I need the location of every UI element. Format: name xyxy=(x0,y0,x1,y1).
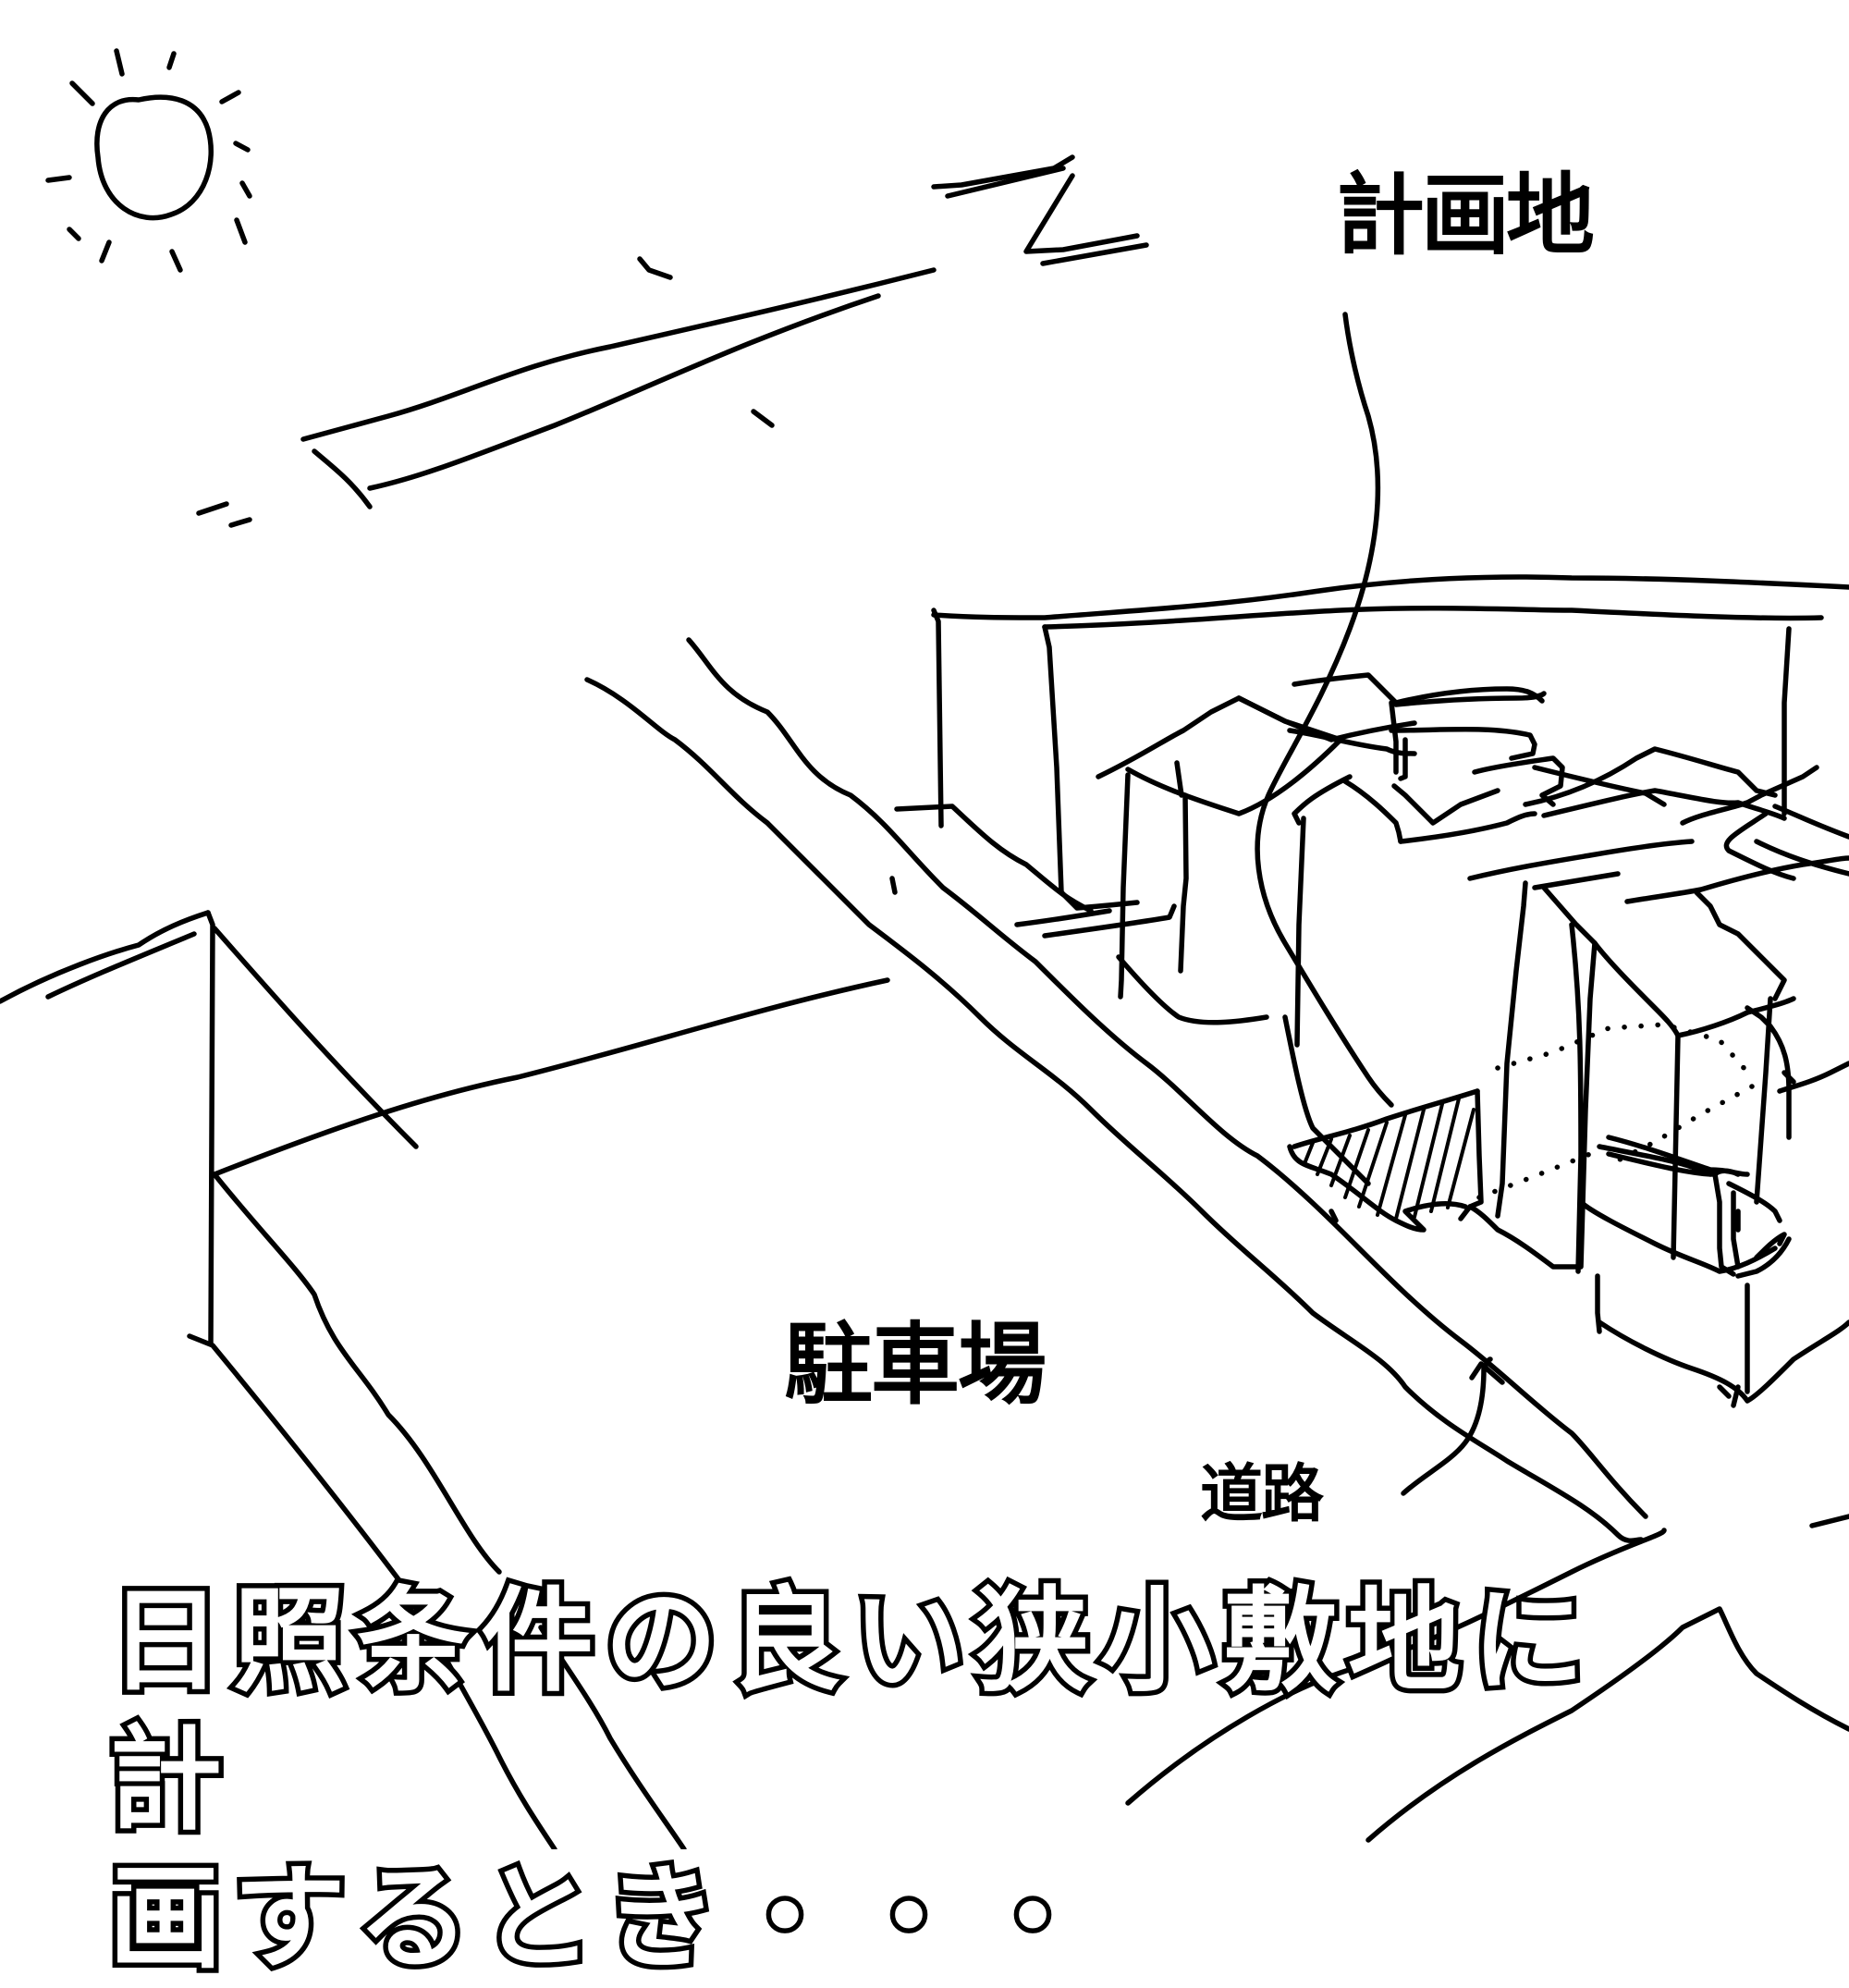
sketch-drawing xyxy=(0,48,1849,1849)
caption-line-1: 日照条件の良い狭小敷地に計 xyxy=(104,1571,1596,1851)
right-houses xyxy=(1467,746,1849,1274)
wind-strokes xyxy=(196,256,775,528)
site-label: 計画地 xyxy=(1336,164,1595,267)
central-houses xyxy=(1287,672,1667,1048)
left-building xyxy=(0,910,890,1849)
road-label: 道路 xyxy=(1200,1458,1324,1531)
detail-strokes xyxy=(1329,1209,1339,1223)
cloud-streak xyxy=(300,267,937,509)
caption: 日照条件の良い狭小敷地に計 画するとき・・・ xyxy=(104,1571,1718,1988)
caption-line-2: 画するとき・・・ xyxy=(104,1848,1100,1988)
street-buildings xyxy=(889,574,1849,939)
bird-icon xyxy=(931,154,1149,266)
site-leader-line xyxy=(1255,312,1394,1108)
lower-right-house xyxy=(1578,1135,1849,1408)
sun-icon xyxy=(45,48,252,273)
road-arrow xyxy=(1401,1356,1505,1496)
site-plot xyxy=(1282,1014,1755,1270)
parking-label: 駐車場 xyxy=(784,1313,1047,1417)
